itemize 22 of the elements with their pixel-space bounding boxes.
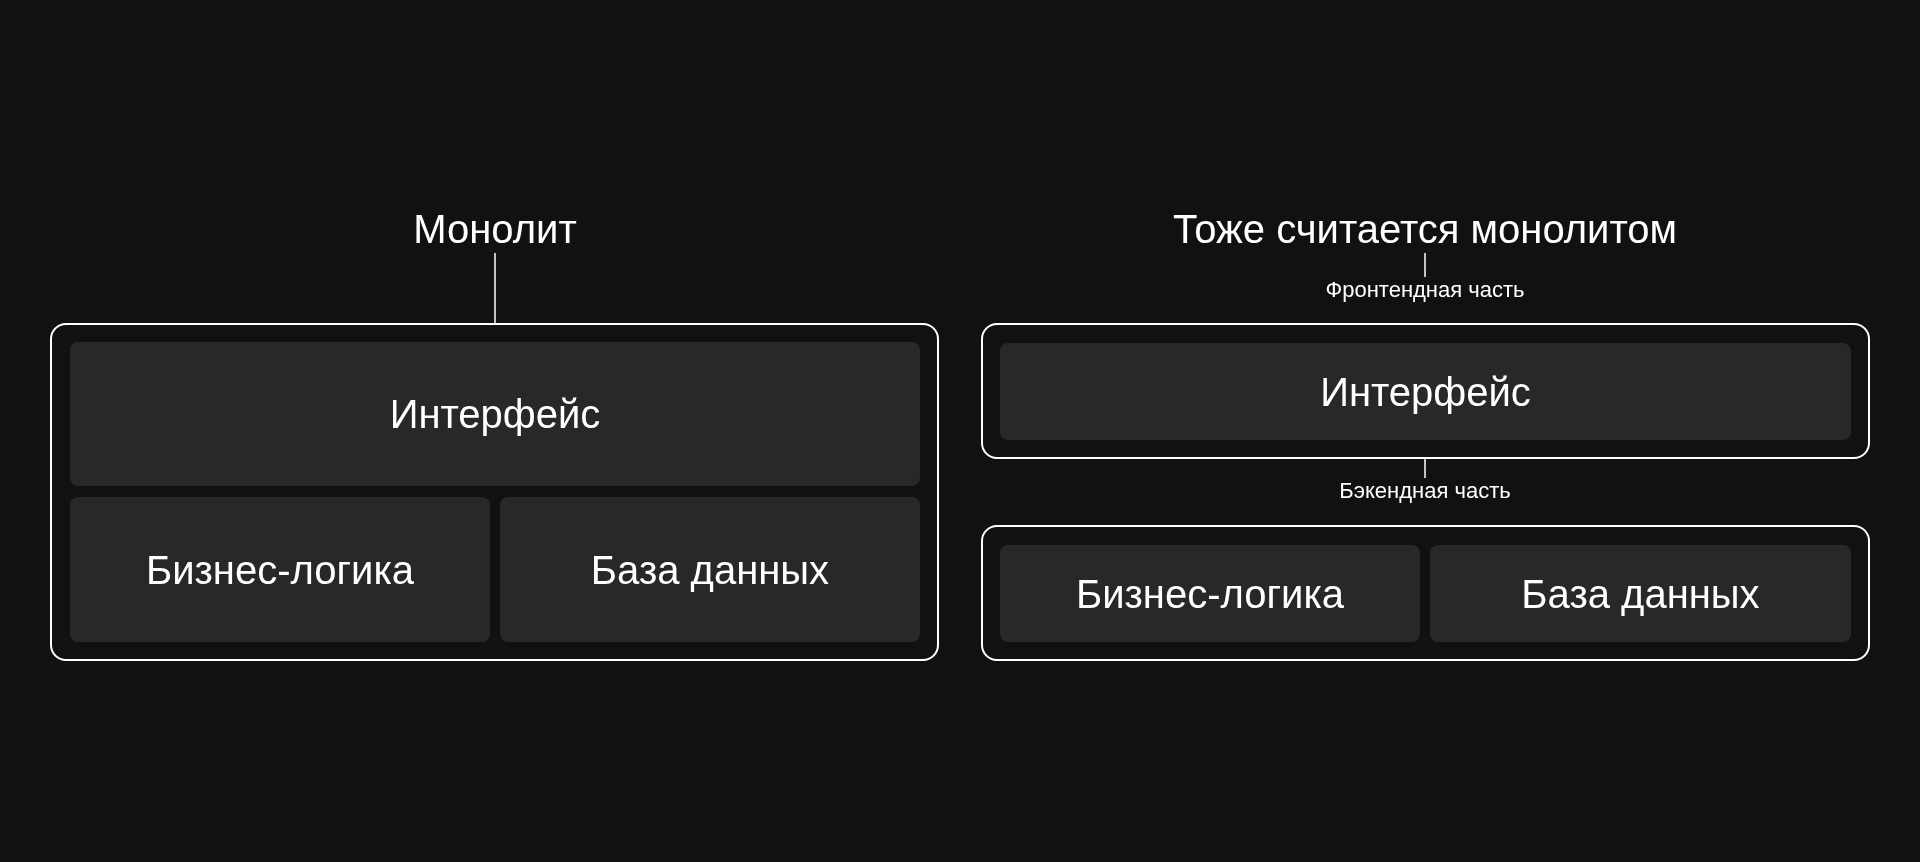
- section-title: Тоже считается монолитом: [1172, 205, 1678, 253]
- module-label: Интерфейс: [389, 391, 601, 438]
- module-label: Бизнес-логика: [1075, 570, 1345, 618]
- module-label: Интерфейс: [1320, 368, 1531, 416]
- module-panel: [1000, 343, 1851, 440]
- section-title: Монолит: [413, 205, 577, 253]
- outline-frame: [50, 323, 939, 661]
- module-panel: [70, 342, 920, 486]
- outline-frame: [981, 323, 1870, 459]
- connector-line: [1424, 252, 1426, 278]
- module-panel: [1430, 545, 1851, 642]
- part-label: Фронтендная часть: [1325, 277, 1525, 304]
- connector-line: [1424, 458, 1426, 479]
- module-label: База данных: [1521, 570, 1760, 618]
- module-label: Бизнес-логика: [145, 546, 415, 594]
- part-label: Бэкендная часть: [1339, 478, 1511, 505]
- outline-frame: [981, 525, 1870, 661]
- module-panel: [500, 497, 920, 642]
- module-panel: [1000, 545, 1420, 642]
- connector-line: [494, 252, 496, 324]
- module-panel: [70, 497, 490, 642]
- module-label: База данных: [590, 546, 830, 594]
